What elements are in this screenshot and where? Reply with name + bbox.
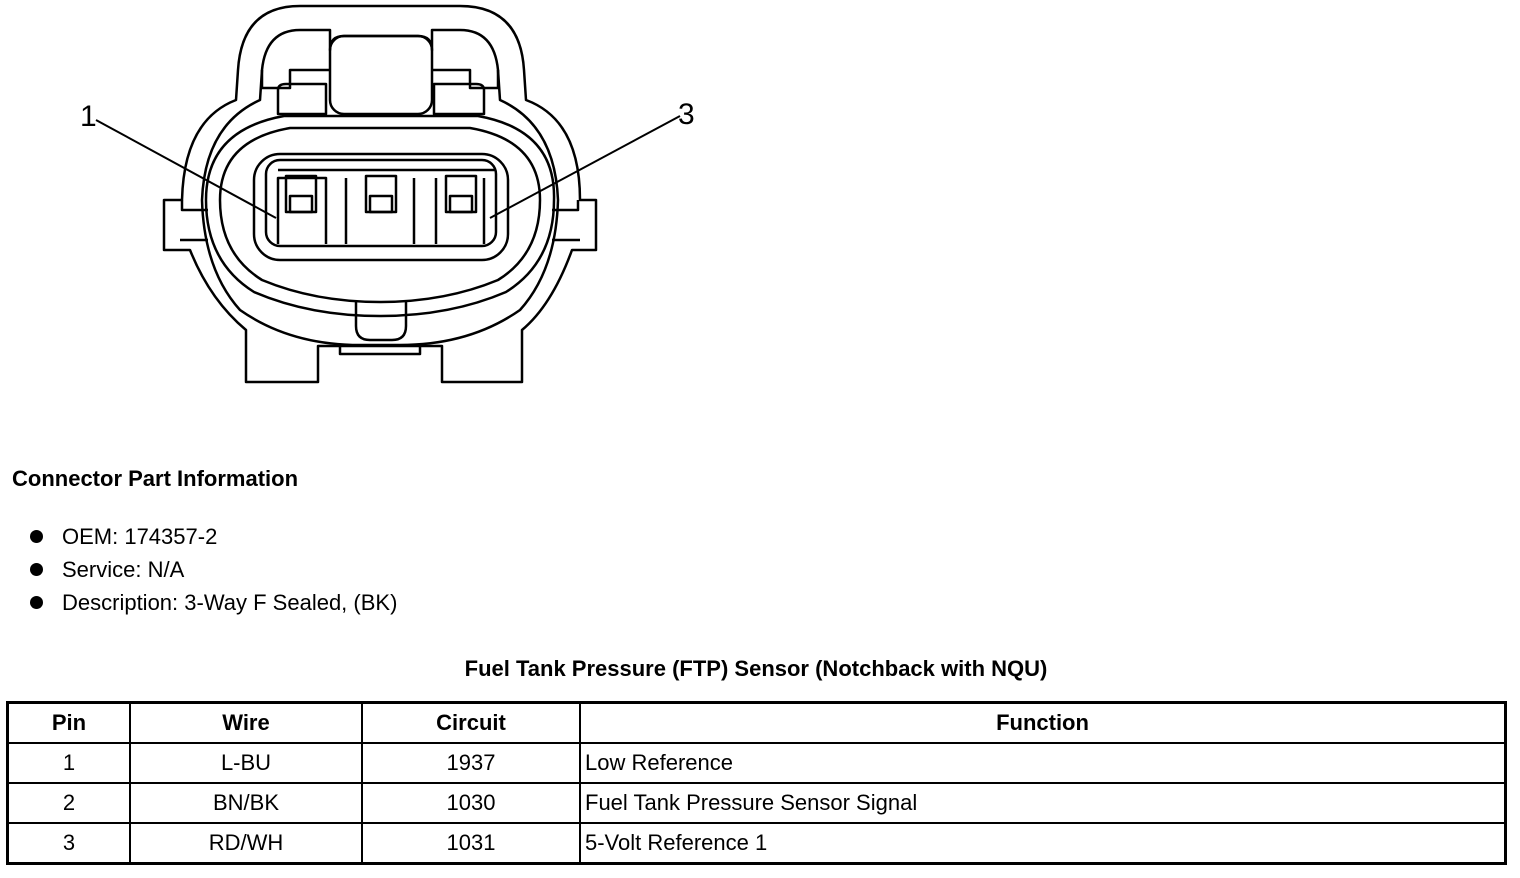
cell-pin: 3 [6,822,131,865]
header-circuit: Circuit [361,701,581,744]
table-row: 3 RD/WH 1031 5-Volt Reference 1 [6,822,1507,865]
connector-body [162,4,598,384]
table-row: 2 BN/BK 1030 Fuel Tank Pressure Sensor S… [6,782,1507,824]
pin-1-callout: 1 [80,100,97,133]
pin-3-callout: 3 [678,98,695,131]
table-header-row: Pin Wire Circuit Function [6,701,1507,744]
bullet-icon [30,563,43,576]
cell-circuit: 1031 [361,822,581,865]
header-function: Function [579,701,1507,744]
pin-3-leader [489,115,681,219]
oem-part-number: OEM: 174357-2 [62,524,218,549]
connector-description: Description: 3-Way F Sealed, (BK) [62,590,398,615]
cell-function: Low Reference [579,742,1507,784]
list-item: OEM: 174357-2 [30,520,397,553]
connector-info-list: OEM: 174357-2 Service: N/A Description: … [30,520,397,619]
table-title: Fuel Tank Pressure (FTP) Sensor (Notchba… [464,656,1048,681]
cell-function: 5-Volt Reference 1 [579,822,1507,865]
cell-pin: 2 [6,782,131,824]
cell-circuit: 1937 [361,742,581,784]
connector-diagram: 1 3 [80,4,695,384]
cell-wire: RD/WH [129,822,363,865]
header-pin: Pin [6,701,131,744]
pinout-table: Pin Wire Circuit Function 1 L-BU 1937 Lo… [6,701,1507,865]
bullet-icon [30,530,43,543]
cell-function: Fuel Tank Pressure Sensor Signal [579,782,1507,824]
service-part-number: Service: N/A [62,557,185,582]
bullet-icon [30,596,43,609]
pin-1-leader [95,119,277,219]
connector-info-heading: Connector Part Information [12,466,299,491]
cell-circuit: 1030 [361,782,581,824]
cell-pin: 1 [6,742,131,784]
list-item: Description: 3-Way F Sealed, (BK) [30,586,397,619]
table-row: 1 L-BU 1937 Low Reference [6,742,1507,784]
cell-wire: L-BU [129,742,363,784]
pin-leader-lines [95,115,681,219]
header-wire: Wire [129,701,363,744]
list-item: Service: N/A [30,553,397,586]
cell-wire: BN/BK [129,782,363,824]
